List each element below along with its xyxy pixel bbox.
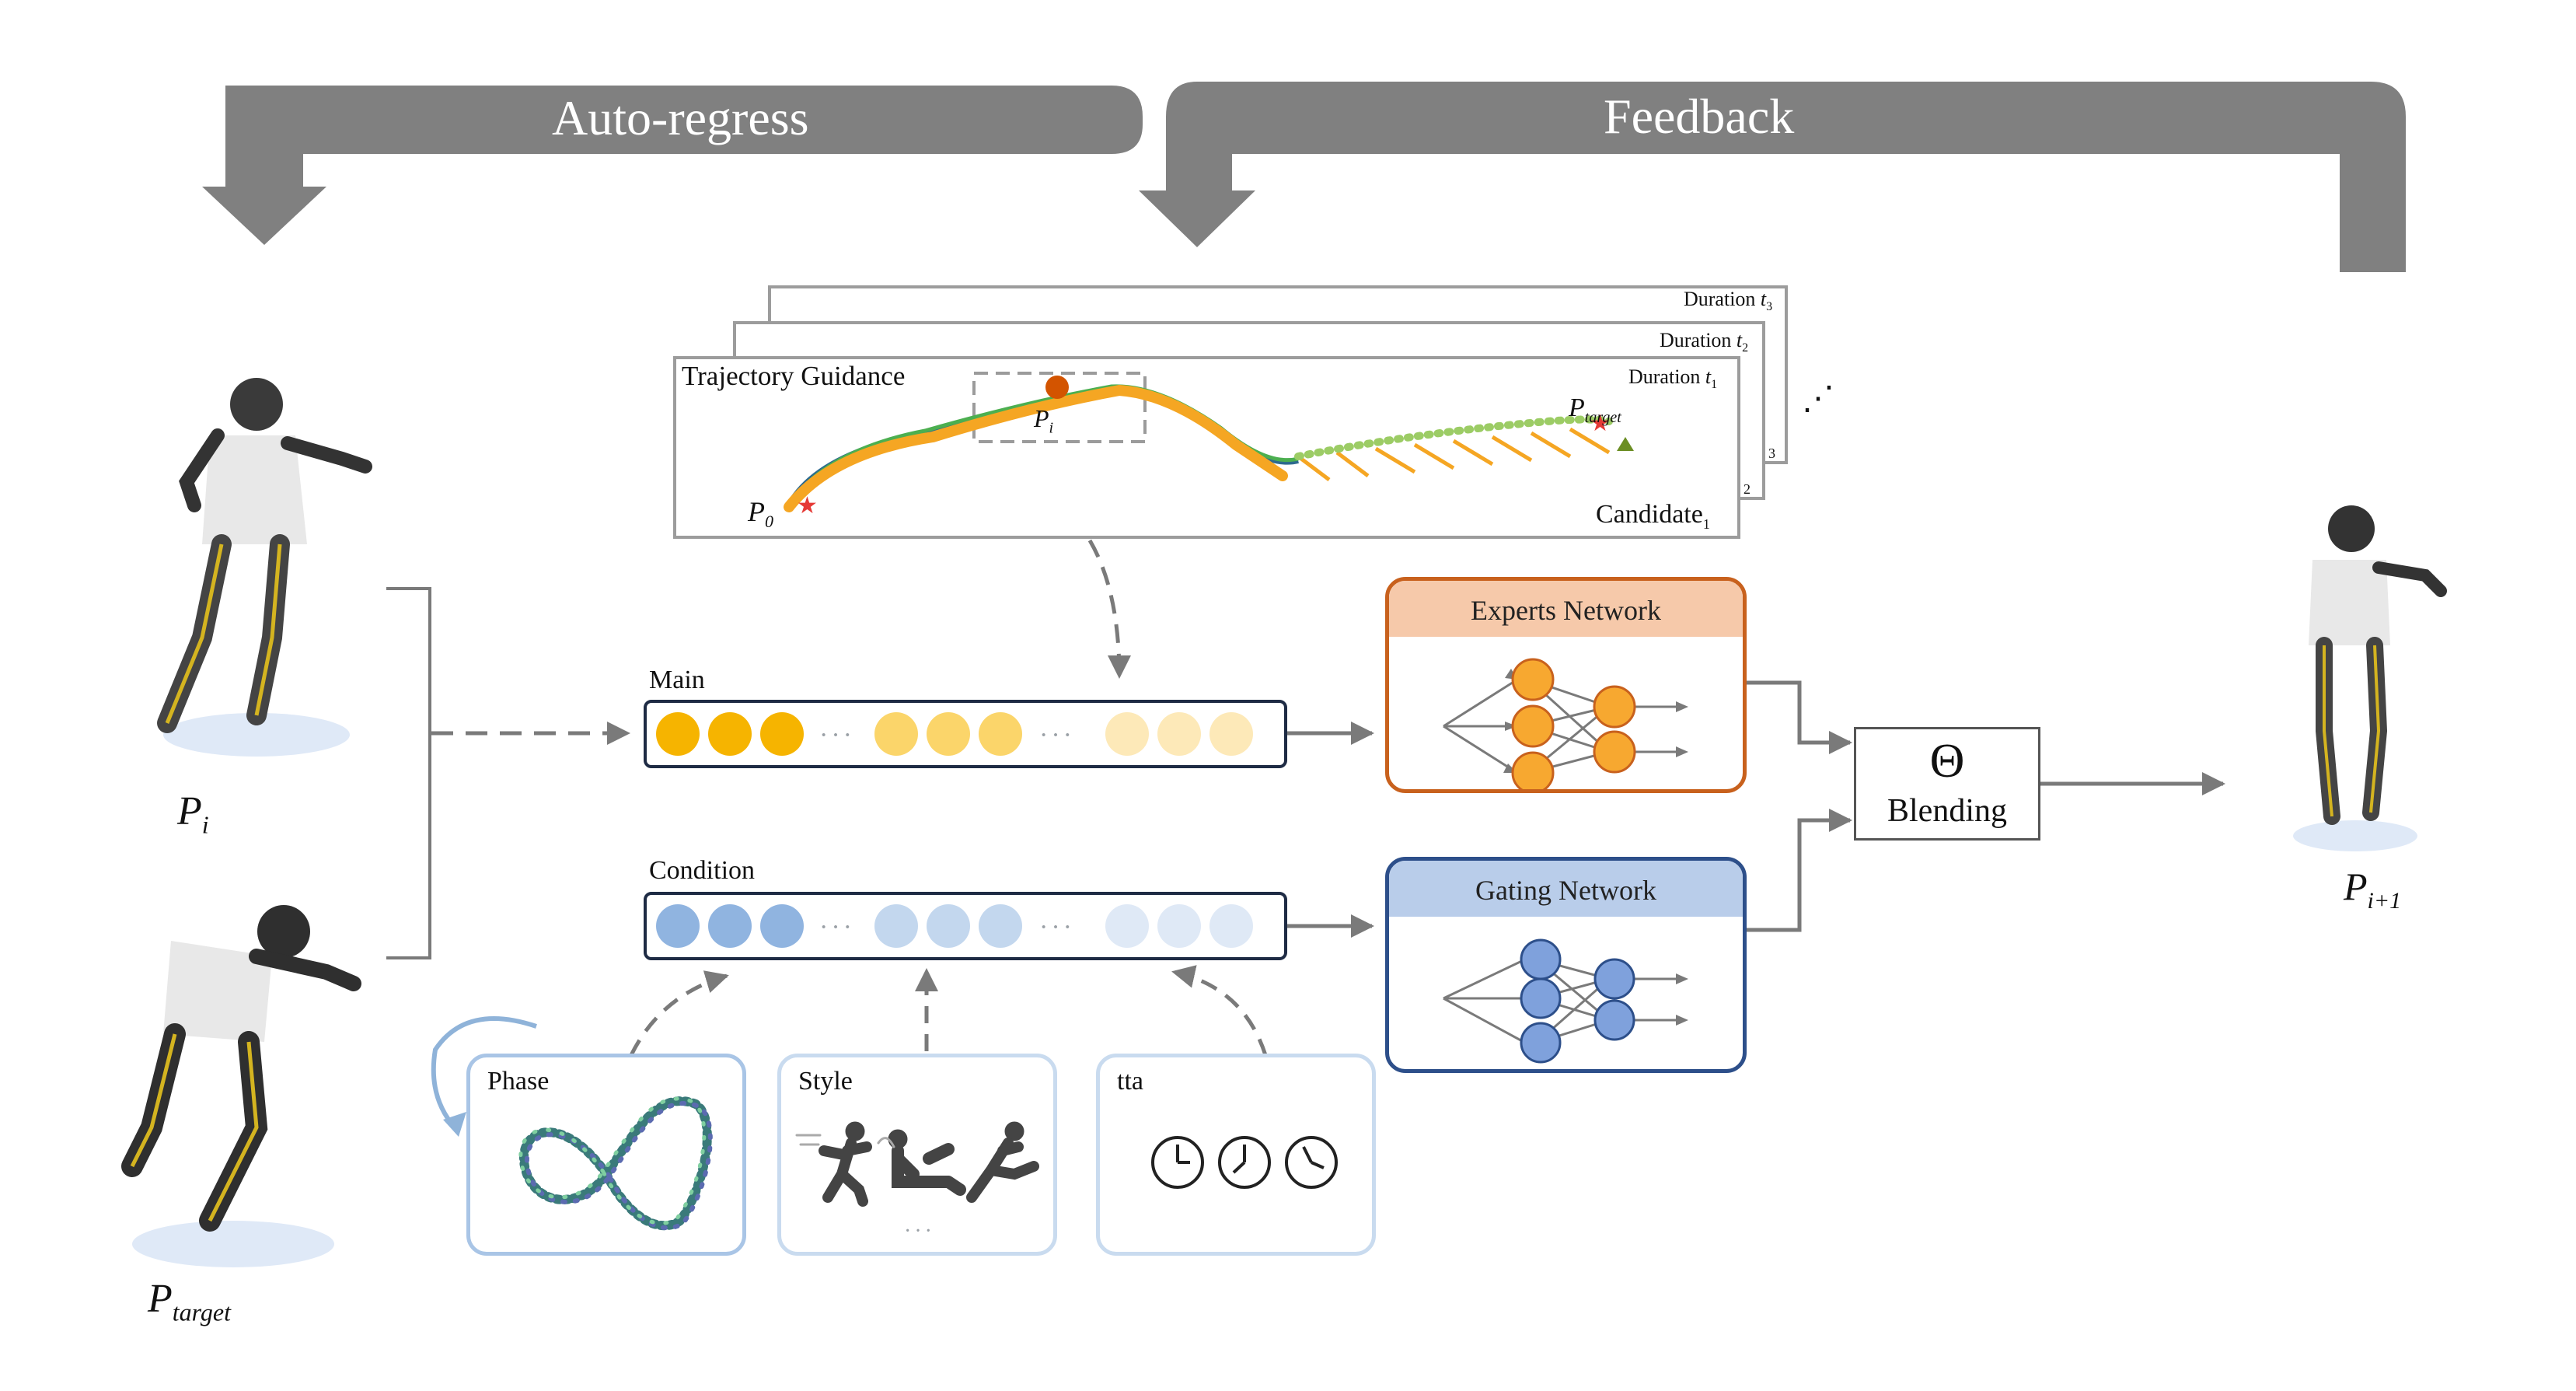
main-token: [927, 712, 970, 756]
experts-nodes: [1511, 658, 1636, 789]
tta-label: tta: [1117, 1067, 1143, 1096]
tta-box: tta: [1096, 1054, 1376, 1256]
style-more-ellipsis: ···: [904, 1219, 935, 1243]
trajectory-title: Trajectory Guidance: [682, 361, 906, 391]
condition-token: [1209, 904, 1253, 948]
tta-to-condition-arrow: [1171, 965, 1268, 1056]
phase-loop-head: [443, 1112, 466, 1137]
more-candidates-ellipsis: ⋰: [1802, 381, 1834, 417]
condition-token: [760, 904, 804, 948]
condition-token: [927, 904, 970, 948]
main-token: [760, 712, 804, 756]
condition-token: [1157, 904, 1201, 948]
main-token: [1209, 712, 1253, 756]
experts-nn-graph: [1443, 658, 1688, 789]
duration-t3-label: Duration t3: [1684, 288, 1773, 314]
condition-ellipsis: ···: [819, 913, 855, 942]
runner-icon: [795, 1121, 872, 1207]
phase-to-condition-arrow: [629, 970, 729, 1057]
pose-bracket: [386, 587, 431, 959]
duration-t2-label: Duration t2: [1660, 329, 1749, 355]
kick-icon: [966, 1121, 1039, 1203]
style-label: Style: [798, 1067, 853, 1096]
condition-label: Condition: [649, 856, 756, 885]
blending-label: Blending: [1887, 793, 2007, 829]
p0-label: P0: [748, 496, 773, 532]
condition-sequence: ··· ···: [644, 892, 1287, 960]
pose-pnext-label: Pi+1: [2344, 865, 2402, 914]
main-token: [708, 712, 752, 756]
gating-nodes: [1520, 938, 1635, 1064]
main-label: Main: [649, 666, 705, 694]
clock-icon: [1151, 1136, 1204, 1189]
style-box: Style ···: [777, 1054, 1057, 1256]
style-icons: [795, 1121, 1039, 1207]
condition-token: [656, 904, 700, 948]
gating-network-title: Gating Network: [1389, 861, 1743, 917]
trajectory-candidate-arrows: [1297, 427, 1611, 481]
phase-infinity-plot: [518, 1096, 713, 1231]
condition-token: [1105, 904, 1149, 948]
condition-token: [874, 904, 918, 948]
blending-symbol: Θ: [1929, 735, 1965, 788]
experts-to-blending-arrow: [1745, 680, 1852, 754]
phase-box: Phase: [466, 1054, 746, 1256]
gating-to-blending-arrow: [1745, 809, 1852, 932]
target-triangle: [1617, 437, 1634, 451]
pi-zoom-box: [972, 372, 1147, 443]
ptarget-star: ★: [1590, 411, 1611, 436]
ptarget-trajectory-label: Ptarget: [1569, 393, 1621, 426]
pose-pi-label: Pi: [177, 789, 209, 839]
trajectory-future-dots: [1294, 415, 1613, 460]
main-ellipsis: ···: [1039, 721, 1075, 750]
duration-t1-label: Duration t1: [1628, 365, 1718, 392]
phase-label: Phase: [487, 1067, 550, 1096]
stack-index-2: 2: [1744, 481, 1750, 497]
main-sequence: ··· ···: [644, 700, 1287, 768]
auto-regress-label: Auto-regress: [552, 90, 809, 145]
condition-token: [708, 904, 752, 948]
main-token: [1105, 712, 1149, 756]
trajectory-plot: ★ ★: [784, 372, 1634, 519]
gating-network-box: Gating Network: [1385, 857, 1747, 1073]
candidate-label: Candidate1: [1596, 500, 1710, 532]
gating-nn-graph: [1443, 938, 1688, 1064]
phase-loop-arrow: [431, 1016, 537, 1129]
trajectory-orange-band: [784, 384, 1288, 512]
blending-box: Θ Blending: [1854, 727, 2040, 841]
main-ellipsis: ···: [819, 721, 855, 750]
trajectory-to-main-arrow: [1087, 539, 1131, 679]
main-token: [656, 712, 700, 756]
condition-ellipsis: ···: [1039, 913, 1075, 942]
p0-star: ★: [797, 493, 818, 519]
experts-network-title: Experts Network: [1389, 581, 1743, 637]
clock-icon: [1218, 1136, 1271, 1189]
experts-network-box: Experts Network: [1385, 577, 1747, 793]
clock-icon: [1285, 1136, 1338, 1189]
feedback-arrow: [1139, 82, 2406, 272]
trajectory-frame-1: ★ ★: [673, 356, 1740, 539]
crawl-icon: [877, 1129, 966, 1196]
feedback-label: Feedback: [1604, 89, 1795, 144]
pi-trajectory-label: Pi: [1034, 404, 1054, 437]
stack-index-3: 3: [1768, 446, 1775, 461]
main-token: [1157, 712, 1201, 756]
pose-ptarget-label: Ptarget: [148, 1277, 232, 1326]
tta-clock-icons: [1151, 1136, 1338, 1189]
condition-token: [979, 904, 1022, 948]
auto-regress-arrow: [202, 86, 1143, 245]
main-token: [979, 712, 1022, 756]
pi-marker: [1045, 376, 1069, 399]
main-token: [874, 712, 918, 756]
